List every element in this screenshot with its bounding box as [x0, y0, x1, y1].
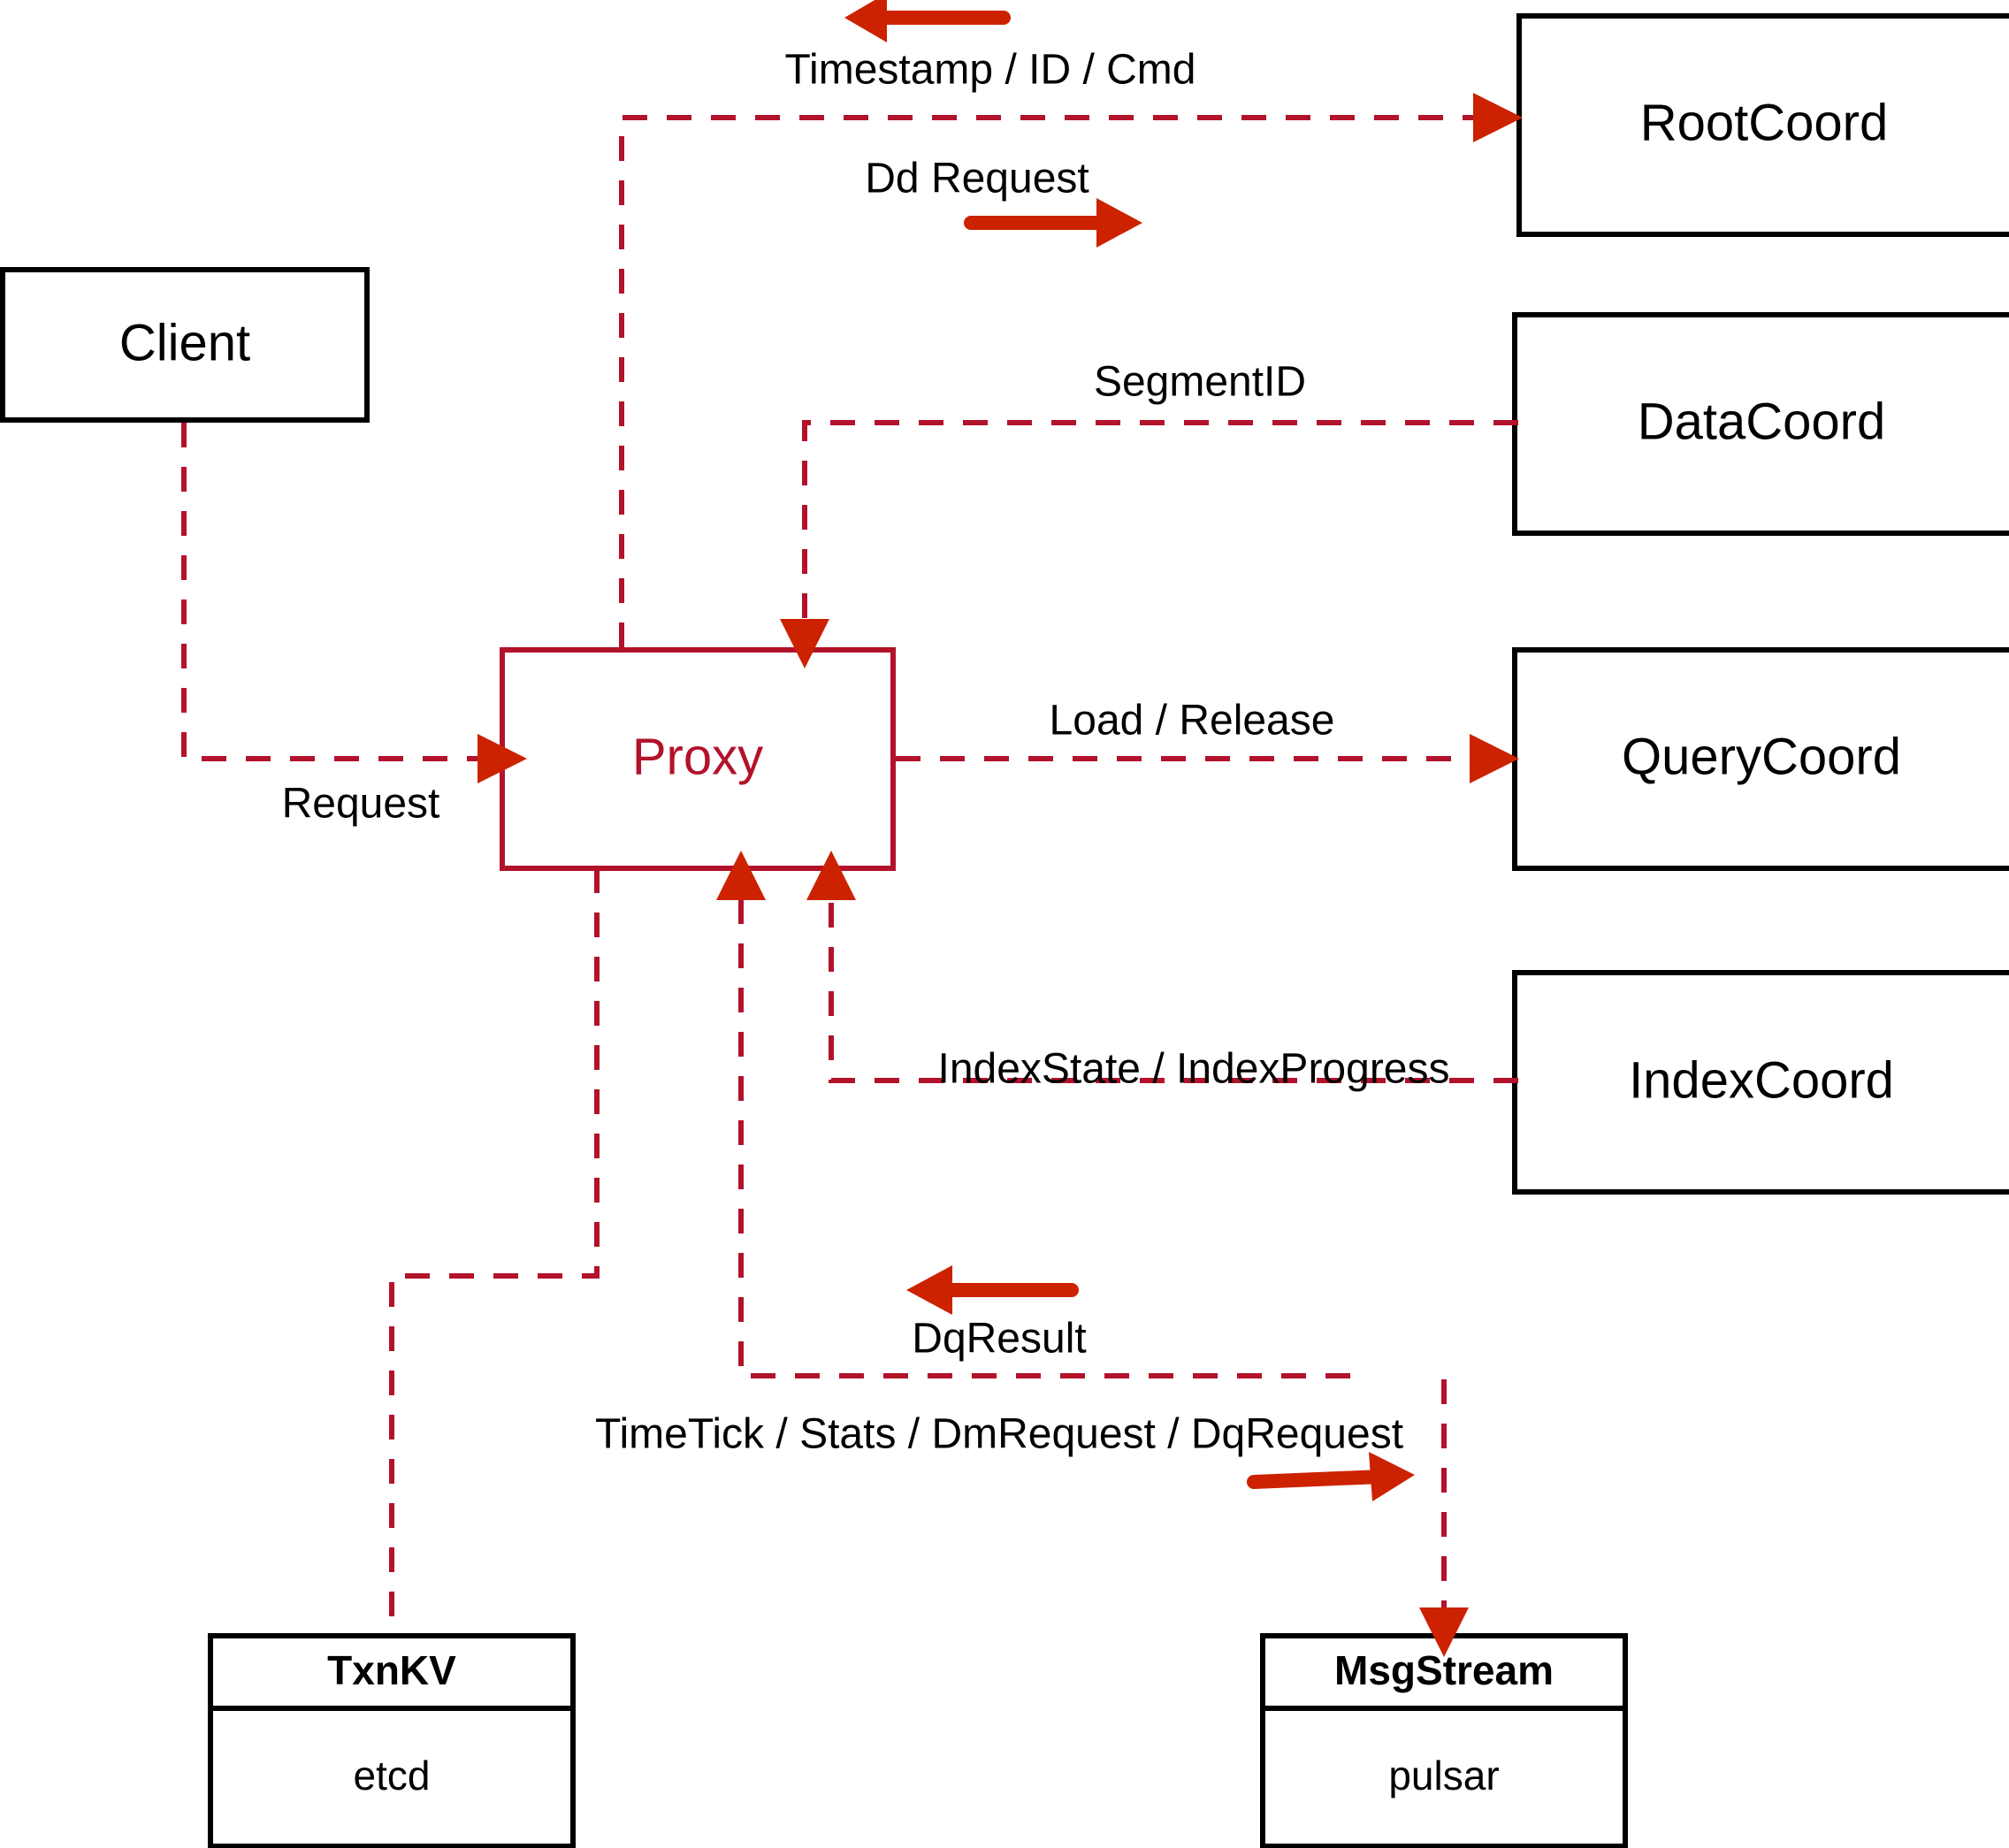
flow-arrow-dqresult — [906, 1265, 1079, 1315]
node-querycoord-box — [1512, 647, 2009, 871]
node-txnkv[interactable]: TxnKV etcd — [208, 1633, 576, 1848]
edge-msgstream-return-proxy — [716, 851, 1350, 1378]
node-querycoord-label: QueryCoord — [1622, 728, 1901, 785]
edge-label-indexstate: IndexState / IndexProgress — [938, 1046, 1450, 1093]
edge-indexstate-arrowhead — [806, 851, 856, 900]
edge-label-load-release: Load / Release — [1050, 698, 1335, 745]
edge-proxy-timetick-msgstream: TimeTick / Stats / DmRequest / DqRequest — [595, 1379, 1469, 1657]
flow-arrow-dqrequest — [1247, 1452, 1415, 1501]
node-proxy[interactable]: Proxy — [500, 647, 896, 871]
node-rootcoord[interactable]: RootCoord — [1516, 13, 2009, 237]
flow-arrow-dd-request-head — [1096, 198, 1142, 248]
edge-segmentid-path — [802, 420, 1518, 619]
node-indexcoord-box — [1512, 970, 2009, 1195]
edge-client-request-proxy: Request — [181, 423, 527, 828]
edge-proxy-load-release-querycoord: Load / Release — [896, 698, 1519, 783]
edge-client-request-path — [181, 423, 477, 761]
edge-proxy-txnkv — [389, 868, 600, 1636]
node-msgstream-box — [1260, 1633, 1628, 1848]
node-msgstream-body: pulsar — [1388, 1753, 1499, 1798]
node-msgstream[interactable]: MsgStream pulsar — [1260, 1633, 1628, 1848]
node-proxy-box — [500, 647, 896, 871]
edge-proxy-txnkv-path — [389, 868, 600, 1636]
edge-client-request-arrowhead — [477, 734, 527, 783]
flow-arrow-timestamp — [844, 0, 1011, 42]
edge-datacoord-segmentid-proxy: SegmentID — [780, 359, 1518, 668]
node-txnkv-box — [208, 1633, 576, 1848]
node-proxy-label: Proxy — [632, 728, 763, 785]
flow-arrow-dqresult-head — [906, 1265, 952, 1315]
node-client-box — [0, 267, 370, 423]
edge-indexstate-path — [829, 900, 1518, 1083]
edge-label-timetick: TimeTick / Stats / DmRequest / DqRequest — [595, 1411, 1403, 1458]
edge-label-dqresult: DqResult — [912, 1316, 1086, 1363]
node-datacoord-label: DataCoord — [1638, 393, 1885, 450]
edge-dd-request-arrowhead — [1473, 93, 1523, 142]
edge-proxy-dd-request-rootcoord: Dd Request — [619, 93, 1523, 647]
edge-rootcoord-timestamp-proxy: Timestamp / ID / Cmd — [785, 47, 1196, 94]
edge-msgstream-dqresult-proxy: DqResult — [912, 1316, 1086, 1363]
flow-arrow-dd-request — [964, 198, 1142, 248]
node-txnkv-body: etcd — [354, 1753, 431, 1798]
edge-segmentid-arrowhead — [780, 619, 829, 668]
flow-arrow-dqrequest-head — [1369, 1452, 1415, 1501]
edge-load-release-arrowhead — [1470, 734, 1519, 783]
edge-label-request: Request — [282, 781, 440, 828]
node-txnkv-header: TxnKV — [327, 1647, 456, 1693]
edge-label-segmentid: SegmentID — [1094, 359, 1306, 406]
node-rootcoord-box — [1516, 13, 2009, 237]
node-datacoord[interactable]: DataCoord — [1512, 312, 2009, 536]
node-querycoord[interactable]: QueryCoord — [1512, 647, 2009, 871]
node-client[interactable]: Client — [0, 267, 370, 423]
edge-timetick-arrowhead — [1419, 1607, 1469, 1657]
flow-arrow-timestamp-head — [844, 0, 887, 42]
node-indexcoord-label: IndexCoord — [1629, 1051, 1894, 1109]
node-datacoord-box — [1512, 312, 2009, 536]
node-rootcoord-label: RootCoord — [1640, 94, 1888, 151]
edge-msgstream-return-arrowhead — [716, 851, 766, 900]
edge-label-dd-request: Dd Request — [865, 156, 1089, 202]
node-client-label: Client — [119, 314, 250, 371]
edge-indexcoord-indexstate-proxy: IndexState / IndexProgress — [806, 851, 1518, 1093]
node-indexcoord[interactable]: IndexCoord — [1512, 970, 2009, 1195]
flow-arrow-dqrequest-line — [1247, 1470, 1388, 1489]
edge-label-timestamp: Timestamp / ID / Cmd — [785, 47, 1196, 94]
